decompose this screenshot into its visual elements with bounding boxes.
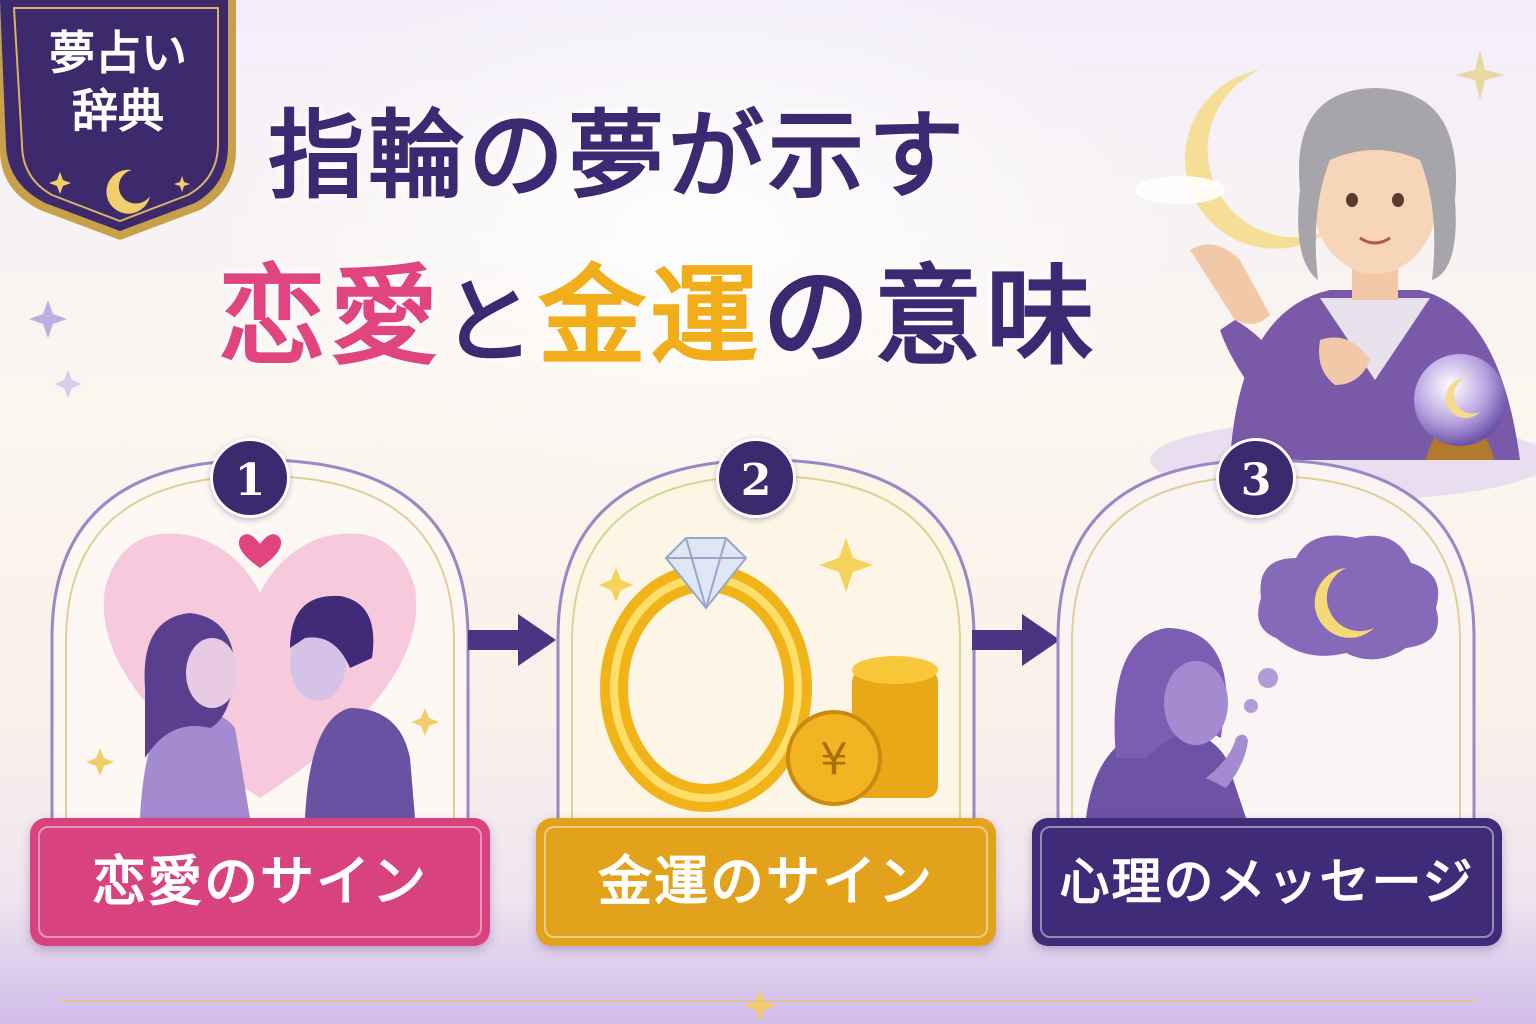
title-word-meaning: の意味 — [762, 254, 1099, 380]
badge-line1: 夢占い — [49, 26, 187, 80]
yen-symbol: ¥ — [820, 734, 848, 785]
couple-heart-icon — [50, 458, 470, 838]
step-label-3: 心理のメッセージ — [1032, 818, 1502, 946]
step-label-1: 恋愛のサイン — [30, 818, 490, 946]
badge-shield-icon — [0, 0, 236, 240]
step-panel-1: 1 — [50, 438, 470, 838]
title-line2: 恋愛と金運の意味 — [218, 230, 1198, 380]
dreaming-woman-icon — [1056, 458, 1476, 838]
step-number-1: 1 — [210, 438, 290, 518]
bottom-divider — [60, 1000, 1476, 1002]
title-word-money: 金運 — [538, 254, 763, 380]
badge-text: 夢占い 辞典 — [28, 24, 208, 140]
step-panel-3: 3 — [1056, 438, 1476, 838]
step-number-3: 3 — [1216, 438, 1296, 518]
badge-line2: 辞典 — [72, 84, 164, 138]
title-word-and: と — [442, 268, 539, 376]
step-number-2: 2 — [716, 438, 796, 518]
ring-coins-icon: ¥ — [556, 458, 976, 838]
arrow-right-icon — [468, 614, 556, 666]
arrow-right-icon-2 — [972, 614, 1060, 666]
step-label-2: 金運のサイン — [536, 818, 996, 946]
sparkle-right-icon — [1455, 50, 1505, 100]
title-word-love: 恋愛 — [218, 254, 443, 380]
step-panel-2: ¥ 2 — [556, 438, 976, 838]
dictionary-badge: 夢占い 辞典 — [0, 0, 240, 240]
sparkle-bottom-icon — [744, 990, 776, 1022]
title-line1: 指輪の夢が示す — [268, 99, 968, 212]
sparkle-left-icon — [29, 300, 82, 398]
